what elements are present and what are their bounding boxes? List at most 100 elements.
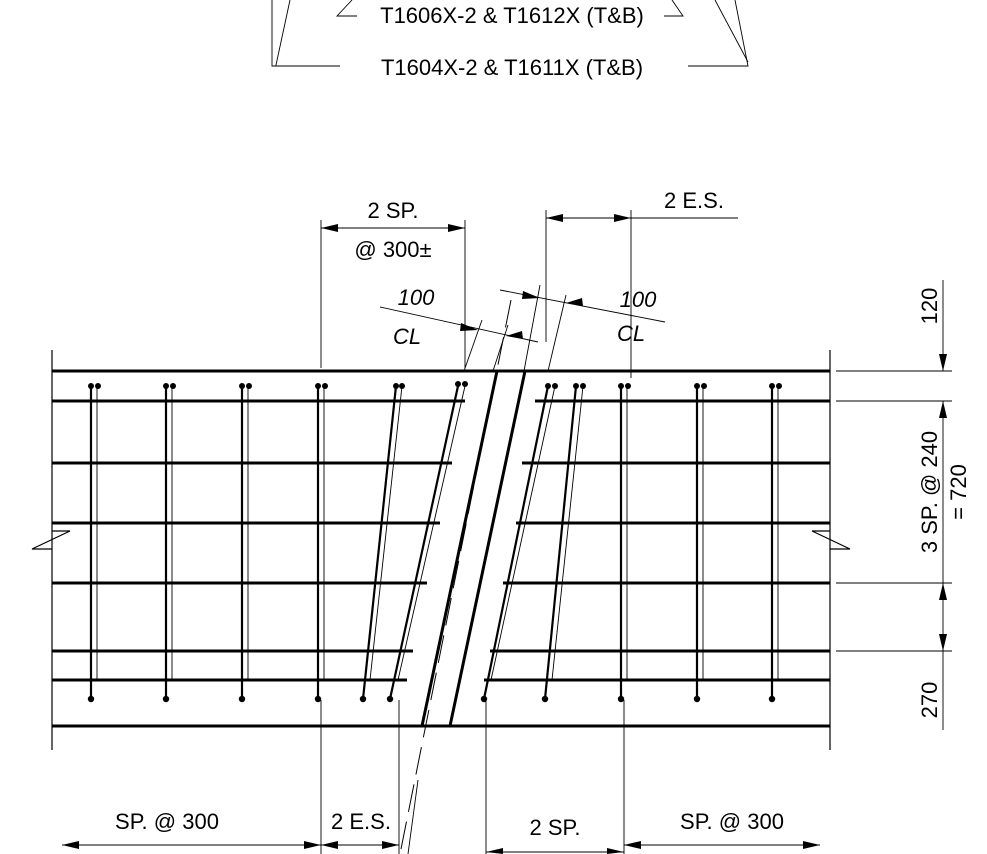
dim-label-right-sp: 3 SP. @ 240 [917, 431, 942, 553]
skew-stirrups-left [361, 385, 466, 700]
dim-label-bottom-sp-left: SP. @ 300 [115, 809, 219, 834]
dim-arrow [939, 634, 947, 651]
bar-dot [618, 383, 624, 389]
break-symbol-left [31, 530, 71, 550]
bottom-dimensions: SP. @ 300 2 E.S. 2 SP. SP. @ 300 [62, 700, 820, 854]
bar-dot [693, 695, 701, 703]
bar-dot [541, 695, 549, 703]
stirrups-left [89, 386, 325, 699]
dim-arrow [566, 298, 583, 306]
dim-arrow [321, 841, 338, 849]
dim-arrow [607, 848, 624, 854]
dim-label-left-cl: CL [393, 324, 421, 349]
dim-label-top-es: 2 E.S. [664, 188, 724, 213]
bar-dot [625, 383, 631, 389]
dim-arrow [803, 841, 820, 849]
bar-dot [95, 383, 101, 389]
dim-arrow [614, 214, 631, 222]
skew-stirrup [388, 385, 460, 700]
bar-dots [87, 381, 782, 703]
bar-dot [239, 383, 245, 389]
callout-leader-outer-left-b [271, 0, 340, 67]
dim-arrow [321, 224, 338, 232]
bar-dot [552, 383, 558, 389]
bar-dot [694, 383, 700, 389]
dim-arrow [939, 354, 947, 371]
construction-joint [399, 284, 567, 854]
dim-arrow [546, 214, 563, 222]
bar-dot [580, 383, 586, 389]
leader-line [407, 779, 419, 854]
dim-label-right-eq: = 720 [946, 464, 971, 520]
dim-label-top-sp: 2 SP. [368, 198, 419, 223]
callout-leader-top-right [664, 0, 684, 17]
bar-dot [322, 383, 328, 389]
dim-label-right-cl: CL [617, 321, 645, 346]
bar-dot [88, 383, 94, 389]
dim-arrow [62, 841, 79, 849]
dim-arrow [382, 841, 399, 849]
dim-arrow [506, 331, 523, 339]
callout-leader-outer-right [688, 0, 749, 67]
dim-label-right-270: 270 [917, 682, 942, 719]
joint-centerline [399, 299, 512, 854]
dim-arrow [624, 841, 641, 849]
bar-dot [359, 695, 367, 703]
callout-group: T1606X-2 & T1612X (T&B) T1604X-2 & T1611… [271, 0, 749, 80]
dim-arrow [939, 583, 947, 600]
callout-leader-top-left [335, 0, 357, 17]
bar-dot [163, 383, 169, 389]
longitudinal-bars [52, 369, 830, 728]
callout-label-top: T1606X-2 & T1612X (T&B) [380, 3, 644, 28]
bar-dot [393, 383, 399, 389]
dim-label-bottom-sp-right: SP. @ 300 [680, 809, 784, 834]
dim-arrow [460, 323, 478, 331]
bar-dot [617, 695, 625, 703]
dim-label-left-100: 100 [398, 285, 435, 310]
bar-dot [768, 695, 776, 703]
bar-dot [170, 383, 176, 389]
bar-dot [462, 381, 468, 387]
dim-label-right-120: 120 [917, 288, 942, 325]
bar-dot [455, 381, 461, 387]
dim-label-bottom-es: 2 E.S. [331, 809, 391, 834]
dim-arrow [448, 224, 465, 232]
bar-dot [769, 383, 775, 389]
skew-stirrup [551, 385, 584, 681]
bar-dot [162, 695, 170, 703]
break-symbol-right [811, 530, 851, 550]
dim-arrow [304, 841, 321, 849]
bar-dot [573, 383, 579, 389]
bar-dot [314, 695, 322, 703]
joint-guide-r1 [523, 284, 541, 372]
dim-label-right-100: 100 [620, 287, 657, 312]
callout-leader-outer-right-b [714, 0, 749, 63]
bar-dot [399, 383, 405, 389]
bar-dot [238, 695, 246, 703]
dim-arrow [939, 401, 947, 418]
skew-stirrup [482, 385, 550, 700]
bar-dot [545, 383, 551, 389]
skew-stirrup [361, 385, 398, 700]
callout-leader-outer-left [275, 0, 291, 66]
right-dimensions: 120 3 SP. @ 240 = 720 270 [836, 280, 971, 730]
stirrups-right [619, 386, 779, 699]
callout-label-bottom: T1604X-2 & T1611X (T&B) [381, 55, 643, 80]
skew-stirrup [490, 385, 556, 681]
bar-dot [386, 695, 394, 703]
dim-label-top-sp-at: @ 300± [354, 237, 431, 262]
bar-dot [87, 695, 95, 703]
dim-label-bottom-sp: 2 SP. [530, 815, 581, 840]
bar-dot [776, 383, 782, 389]
bar-dot [701, 383, 707, 389]
top-dimensions: 2 SP. @ 300± 2 E.S. 100 CL 100 CL [320, 188, 738, 378]
skew-stirrup [397, 385, 466, 681]
dim-arrow [486, 848, 503, 854]
beam-ends [31, 350, 851, 750]
skew-stirrup [369, 385, 403, 681]
skew-stirrup [543, 385, 578, 700]
joint-guide-r2 [547, 294, 567, 372]
skew-stirrups-right [482, 385, 584, 700]
bar-dot [315, 383, 321, 389]
